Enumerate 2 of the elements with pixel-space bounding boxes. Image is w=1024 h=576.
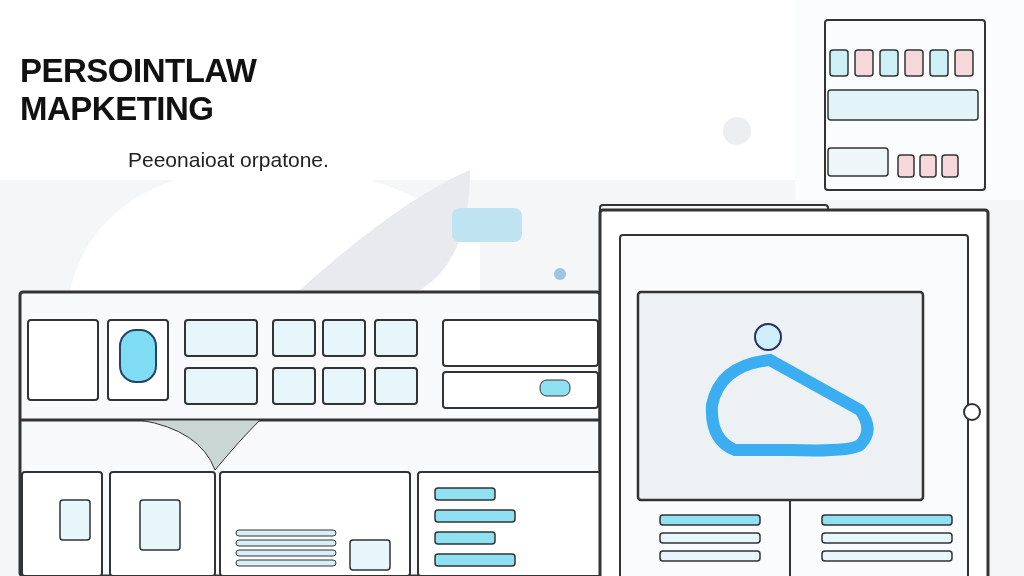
subtitle: Peeonaioat orpatone.: [128, 148, 329, 172]
title: PERSOINTLAW MAPKETING: [20, 52, 258, 128]
